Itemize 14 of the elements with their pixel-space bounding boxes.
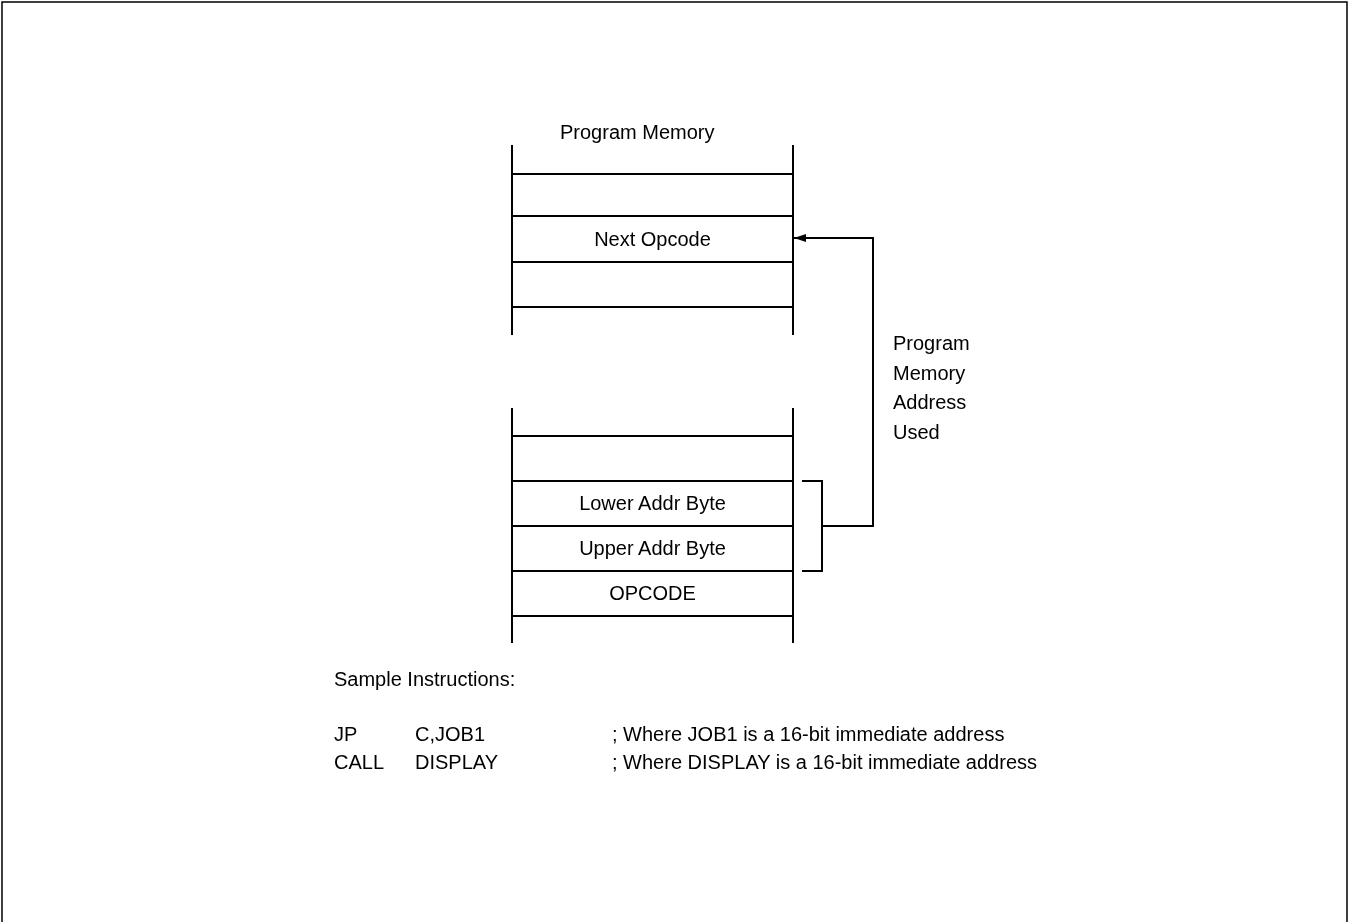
code-text: CALL bbox=[334, 750, 385, 774]
heading: Sample Instructions: bbox=[334, 667, 516, 691]
code-text: DISPLAY bbox=[415, 750, 498, 774]
cell-label: OPCODE bbox=[609, 582, 696, 605]
code-comment: ; Where JOB1 is a 16-bit immediate address bbox=[612, 722, 1005, 746]
code-text: C,JOB1 bbox=[415, 722, 486, 746]
arrow bbox=[793, 234, 874, 527]
cell-label: Lower Addr Byte bbox=[579, 492, 726, 515]
cell-label: Next Opcode bbox=[594, 227, 711, 251]
bracket bbox=[802, 480, 824, 572]
cell-label: Upper Addr Byte bbox=[579, 537, 726, 560]
column-heading: Program Memory bbox=[560, 120, 715, 144]
code-text: JP bbox=[334, 722, 358, 746]
code-comment: ; Where DISPLAY is a 16-bit immediate address bbox=[612, 750, 1037, 774]
